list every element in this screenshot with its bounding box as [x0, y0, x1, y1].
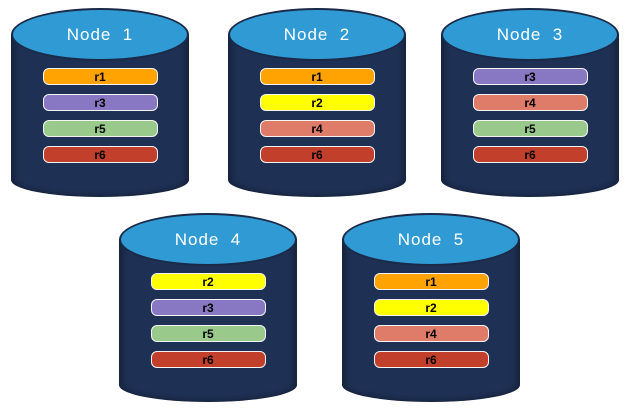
replica-bar: r5 [42, 120, 158, 137]
cylinder-body [441, 34, 619, 197]
node-title: Node 3 [496, 24, 564, 44]
replica-bar: r3 [472, 68, 588, 85]
cylinder-body [228, 34, 406, 197]
replica-list: r2 r3 r5 r6 [119, 273, 297, 368]
cylinder-top: Node 4 [119, 213, 297, 266]
cylinder-top: Node 1 [11, 8, 189, 61]
replica-bar: r3 [42, 94, 158, 111]
replica-bar: r6 [472, 146, 588, 163]
replica-list: r1 r3 r5 r6 [11, 68, 189, 163]
replica-bar: r6 [373, 351, 489, 368]
node-cylinder-3: Node 3 r3 r4 r5 r6 [441, 8, 619, 197]
replica-bar: r6 [259, 146, 375, 163]
node-title: Node 5 [397, 229, 465, 249]
cylinder-top: Node 5 [342, 213, 520, 266]
replica-bar: r4 [259, 120, 375, 137]
replica-bar: r5 [472, 120, 588, 137]
cylinder-body [11, 34, 189, 197]
replica-bar: r1 [259, 68, 375, 85]
node-cylinder-4: Node 4 r2 r3 r5 r6 [119, 213, 297, 402]
replica-bar: r2 [150, 273, 266, 290]
replica-bar: r1 [373, 273, 489, 290]
cylinder-body [342, 239, 520, 402]
replica-bar: r6 [150, 351, 266, 368]
replica-bar: r3 [150, 299, 266, 316]
replica-bar: r2 [259, 94, 375, 111]
cylinder-body [119, 239, 297, 402]
node-title: Node 2 [283, 24, 351, 44]
node-cylinder-2: Node 2 r1 r2 r4 r6 [228, 8, 406, 197]
replica-bar: r6 [42, 146, 158, 163]
node-title: Node 1 [66, 24, 134, 44]
replica-list: r1 r2 r4 r6 [342, 273, 520, 368]
replica-list: r1 r2 r4 r6 [228, 68, 406, 163]
node-title: Node 4 [174, 229, 242, 249]
replica-bar: r1 [42, 68, 158, 85]
replica-list: r3 r4 r5 r6 [441, 68, 619, 163]
node-cylinder-1: Node 1 r1 r3 r5 r6 [11, 8, 189, 197]
replica-bar: r5 [150, 325, 266, 342]
cylinder-top: Node 3 [441, 8, 619, 61]
replica-bar: r2 [373, 299, 489, 316]
replica-bar: r4 [373, 325, 489, 342]
replica-bar: r4 [472, 94, 588, 111]
cylinder-top: Node 2 [228, 8, 406, 61]
node-cylinder-5: Node 5 r1 r2 r4 r6 [342, 213, 520, 402]
